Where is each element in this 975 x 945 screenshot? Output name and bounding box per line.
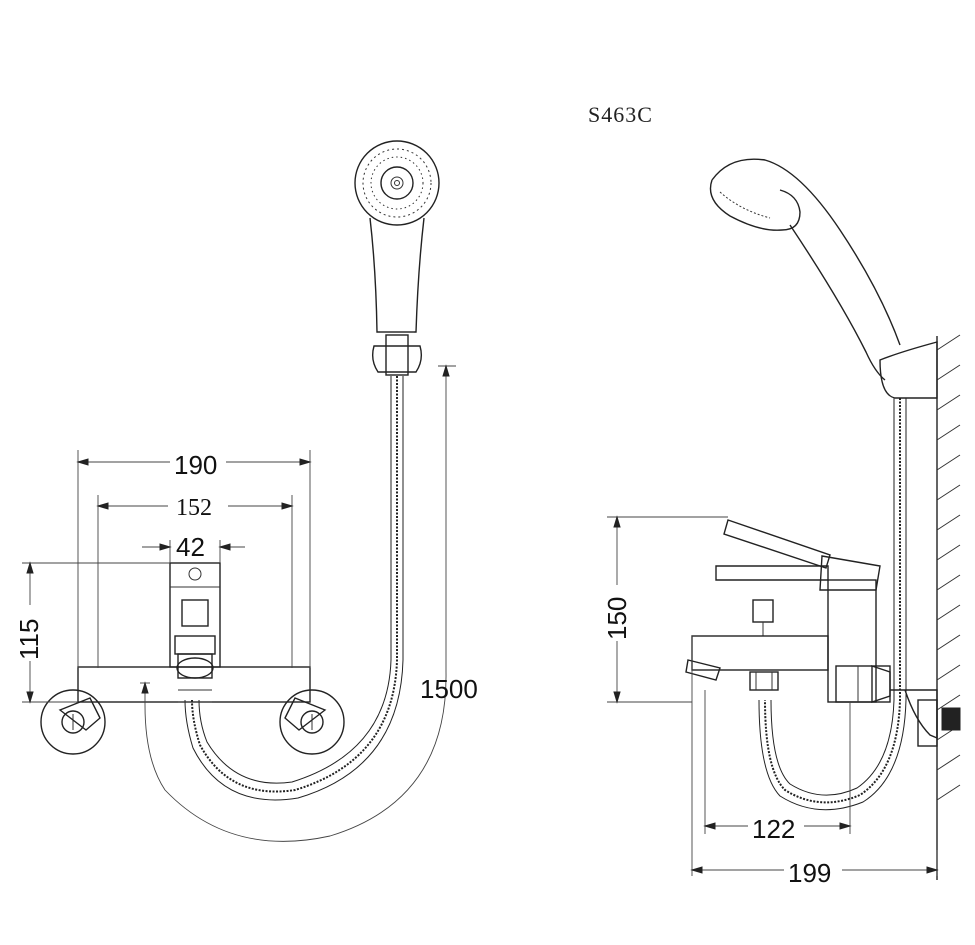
- dim-190-label: 190: [174, 450, 217, 480]
- dim-42-label: 42: [176, 532, 205, 562]
- dim-1500-label: 1500: [420, 674, 478, 704]
- dimension-42: 42: [142, 532, 245, 563]
- dimension-152: 152: [96, 492, 294, 668]
- shower-head-side: [709, 158, 938, 399]
- dimension-190: 190: [76, 448, 312, 668]
- dimension-1500: 1500: [140, 364, 478, 842]
- hose-front: [184, 376, 404, 801]
- dimension-115: 115: [12, 561, 170, 704]
- dimension-122: 122: [703, 690, 852, 844]
- shower-head-front: [354, 140, 440, 376]
- dimension-199: 199: [690, 636, 939, 888]
- dim-150-label: 150: [602, 597, 632, 640]
- front-view: 190 152 42: [12, 140, 478, 842]
- dim-122-label: 122: [752, 814, 795, 844]
- dim-199-label: 199: [788, 858, 831, 888]
- dim-115-label: 115: [14, 619, 44, 660]
- model-code: S463C: [588, 102, 653, 127]
- mixer-body-side: [685, 519, 961, 747]
- hose-side: [758, 398, 907, 811]
- wall: [936, 334, 961, 880]
- side-view: 150 122 199: [600, 158, 961, 888]
- dimension-150: 150: [600, 515, 728, 704]
- mixer-body-front: [40, 562, 345, 755]
- dim-152-label: 152: [176, 495, 212, 521]
